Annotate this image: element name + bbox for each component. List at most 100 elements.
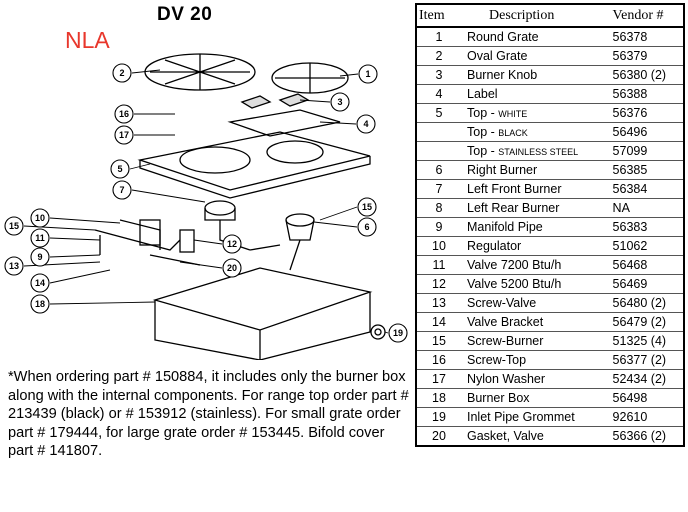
svg-text:15: 15 xyxy=(362,202,372,212)
leader-lines xyxy=(23,69,389,334)
vendor-number: 56379 xyxy=(610,46,684,66)
callout-18: 18 xyxy=(30,294,50,314)
exploded-diagram: 2 1 3 4 16 17 5 7 15 6 10 15 11 9 12 13 … xyxy=(4,53,408,360)
vendor-number: 92610 xyxy=(610,407,684,427)
svg-text:4: 4 xyxy=(363,119,368,129)
svg-text:18: 18 xyxy=(35,299,45,309)
description-text: Screw-Burner xyxy=(467,334,544,348)
vendor-number: 51325 (4) xyxy=(610,331,684,351)
item-number: 6 xyxy=(416,160,461,180)
svg-text:6: 6 xyxy=(364,222,369,232)
item-number: 7 xyxy=(416,179,461,199)
item-number: 12 xyxy=(416,274,461,294)
callout-6: 6 xyxy=(357,217,377,237)
callout-20: 20 xyxy=(222,258,242,278)
item-number: 3 xyxy=(416,65,461,85)
callout-7: 7 xyxy=(112,180,132,200)
svg-text:15: 15 xyxy=(9,221,19,231)
svg-text:20: 20 xyxy=(227,263,237,273)
callout-4: 4 xyxy=(356,114,376,134)
table-row: 7 Left Front Burner 56384 xyxy=(416,179,684,199)
item-number: 10 xyxy=(416,236,461,256)
callout-17: 17 xyxy=(114,125,134,145)
callout-11: 11 xyxy=(30,228,50,248)
svg-text:1: 1 xyxy=(365,69,370,79)
burners-valves xyxy=(94,200,315,271)
description-text: Regulator xyxy=(467,239,522,253)
nla-label: NLA xyxy=(65,27,110,53)
svg-text:13: 13 xyxy=(9,261,19,271)
description-text: Manifold Pipe xyxy=(467,220,543,234)
item-number: 5 xyxy=(416,103,461,123)
part-description: Regulator xyxy=(461,236,611,256)
callout-9: 9 xyxy=(30,247,50,267)
callout-15-right: 15 xyxy=(357,197,377,217)
callout-1: 1 xyxy=(358,64,378,84)
svg-text:11: 11 xyxy=(35,233,45,243)
model-title: DV 20 xyxy=(157,4,213,25)
item-number: 16 xyxy=(416,350,461,370)
svg-text:14: 14 xyxy=(35,278,45,288)
vendor-number: 56480 (2) xyxy=(610,293,684,313)
description-text: Screw-Valve xyxy=(467,296,537,310)
vendor-number: NA xyxy=(610,198,684,218)
part-description: Valve 7200 Btu/h xyxy=(461,255,611,275)
part-description: Screw-Valve xyxy=(461,293,611,313)
part-description: Top - STAINLESS STEEL xyxy=(461,141,611,161)
round-grate xyxy=(271,62,349,94)
item-number: 19 xyxy=(416,407,461,427)
vendor-number: 56468 xyxy=(610,255,684,275)
item-number: 2 xyxy=(416,46,461,66)
header-item: Item xyxy=(416,4,461,28)
vendor-number: 57099 xyxy=(610,141,684,161)
item-number: 13 xyxy=(416,293,461,313)
description-variant: BLACK xyxy=(498,128,528,138)
svg-text:7: 7 xyxy=(119,185,124,195)
description-text: Right Burner xyxy=(467,163,538,177)
description-text: Left Front Burner xyxy=(467,182,562,196)
part-description: Round Grate xyxy=(461,27,611,47)
part-description: Right Burner xyxy=(461,160,611,180)
table-row: 15 Screw-Burner 51325 (4) xyxy=(416,331,684,351)
part-description: Nylon Washer xyxy=(461,369,611,389)
item-number: 8 xyxy=(416,198,461,218)
description-text: Top - xyxy=(467,144,499,158)
vendor-number: 56469 xyxy=(610,274,684,294)
table-row: 6 Right Burner 56385 xyxy=(416,160,684,180)
vendor-number: 56377 (2) xyxy=(610,350,684,370)
part-description: Burner Knob xyxy=(461,65,611,85)
vendor-number: 52434 (2) xyxy=(610,369,684,389)
description-text: Round Grate xyxy=(467,30,539,44)
svg-text:2: 2 xyxy=(119,68,124,78)
item-number: 15 xyxy=(416,331,461,351)
description-text: Top - xyxy=(467,106,499,120)
vendor-number: 56385 xyxy=(610,160,684,180)
vendor-number: 56366 (2) xyxy=(610,426,684,447)
description-text: Burner Box xyxy=(467,391,530,405)
ordering-note: *When ordering part # 150884, it include… xyxy=(8,369,409,459)
item-number: 18 xyxy=(416,388,461,408)
callout-12: 12 xyxy=(222,234,242,254)
range-top xyxy=(137,131,371,199)
description-text: Label xyxy=(467,87,498,101)
svg-text:3: 3 xyxy=(337,97,342,107)
vendor-number: 51062 xyxy=(610,236,684,256)
description-text: Inlet Pipe Grommet xyxy=(467,410,575,424)
description-text: Burner Knob xyxy=(467,68,538,82)
description-text: Screw-Top xyxy=(467,353,527,367)
part-description: Oval Grate xyxy=(461,46,611,66)
vendor-number: 56384 xyxy=(610,179,684,199)
callout-16: 16 xyxy=(114,104,134,124)
